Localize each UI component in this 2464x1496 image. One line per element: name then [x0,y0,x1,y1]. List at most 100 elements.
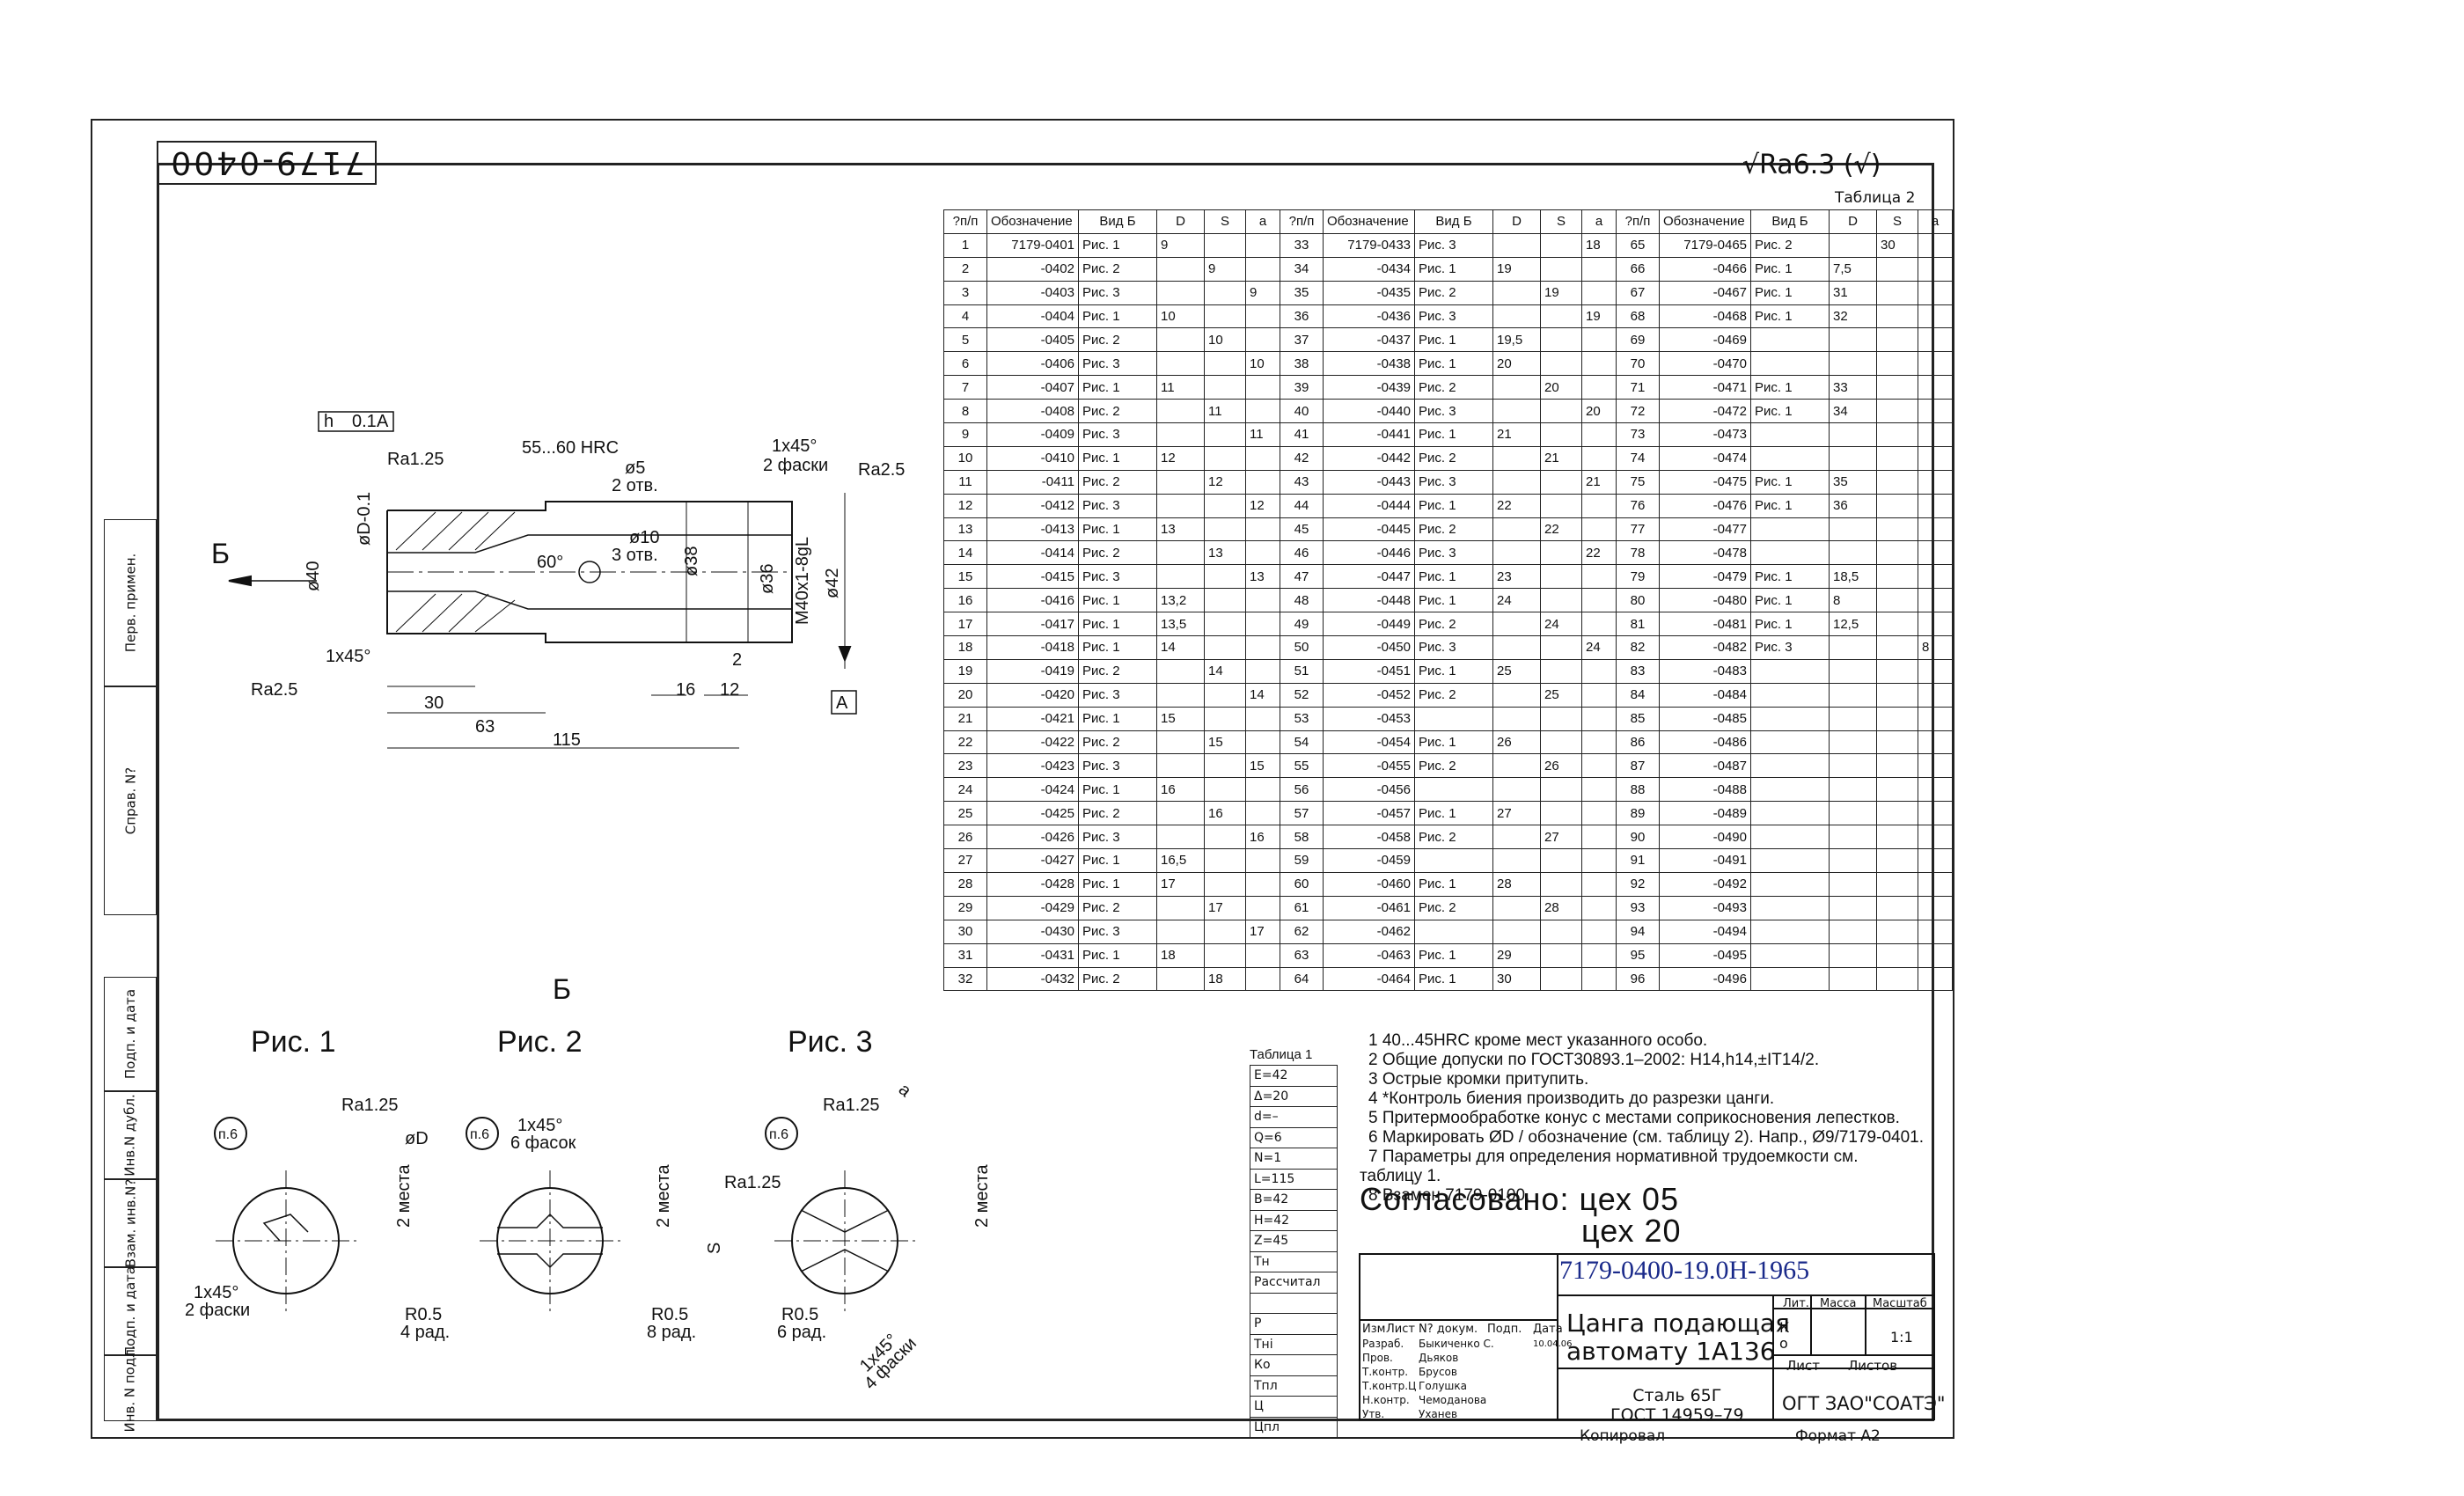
table-cell [1876,848,1918,873]
table-cell: -0489 [1659,801,1751,826]
table-cell: -0471 [1659,375,1751,400]
table-cell [1204,375,1246,400]
table-cell: 8 [1829,588,1877,613]
table-cell: 24 [1540,612,1582,637]
table-cell [1918,256,1953,282]
table-cell: -0417 [986,612,1079,637]
table-cell: Рис. 1 [1750,304,1830,329]
table-cell: -0481 [1659,612,1751,637]
datum-a: A [836,693,848,713]
table-cell [1876,942,1918,968]
table-cell [1581,682,1617,708]
table-cell [1581,706,1617,731]
table-cell: 76 [1616,493,1660,518]
table-cell: 19 [943,658,987,684]
table-cell [1540,942,1582,968]
table-cell: Рис. 1 [1414,942,1493,968]
fig1-radius: R0.5 [405,1305,442,1324]
fig2-ra: Ra1.25 [724,1173,781,1192]
table-cell: 19 [1540,280,1582,305]
table-cell: -0447 [1323,564,1415,590]
table-cell: Рис. 1 [1078,871,1157,897]
table-cell: -0435 [1323,280,1415,305]
table-cell [1876,612,1918,637]
table-cell [1492,682,1541,708]
table-cell [1204,635,1246,660]
table-cell: -0479 [1659,564,1751,590]
table-cell: 9 [1204,256,1246,282]
tb-person-name: Голушка [1419,1380,1468,1392]
table-cell [1156,966,1205,992]
figure-2 [466,1117,620,1311]
table-cell [1204,942,1246,968]
table-cell: 31 [1829,280,1877,305]
table-cell [1581,256,1617,282]
tolerance-value: 0.1 [352,412,377,431]
table-cell [1492,280,1541,305]
table-cell [1829,848,1877,873]
table-cell: 11 [943,469,987,495]
table-cell [1245,848,1280,873]
note-line: 3 Острые кромки притупить. [1368,1070,1589,1089]
table-cell: -0455 [1323,753,1415,779]
table-cell: 15 [1245,753,1280,779]
table-cell: 21 [1540,445,1582,471]
table-cell: 12 [1245,493,1280,518]
table-cell: 13 [1245,564,1280,590]
table-cell: Рис. 1 [1078,706,1157,731]
table-cell [1750,351,1830,377]
table-cell: 12,5 [1829,612,1877,637]
table-cell [1492,612,1541,637]
table-cell [1876,540,1918,566]
scale-label: Масштаб [1873,1297,1927,1310]
table-cell [1581,351,1617,377]
table-cell: 46 [1280,540,1324,566]
col-s: S [1876,209,1918,234]
format-label: Формат А2 [1795,1427,1881,1445]
table-cell [1581,730,1617,755]
organization: ОГТ ЗАО"СОАТЭ" [1782,1393,1946,1414]
sheets-label: Листов [1848,1358,1898,1374]
table-cell: 7,5 [1829,256,1877,282]
table-cell: 19 [1581,304,1617,329]
col-designation: Обозначение [1659,209,1751,234]
table-cell [1918,801,1953,826]
table-cell [1156,280,1205,305]
table-cell: 20 [1540,375,1582,400]
table-cell: 15 [943,564,987,590]
tb-role: Т.контр.Ц [1362,1380,1417,1392]
table-cell [1829,658,1877,684]
table-cell: Рис. 3 [1078,564,1157,590]
table-cell [1492,753,1541,779]
table-cell [1540,658,1582,684]
table-cell: 78 [1616,540,1660,566]
table-cell [1918,848,1953,873]
table-cell: -0478 [1659,540,1751,566]
table-cell: 39 [1280,375,1324,400]
table-cell: Рис. 3 [1078,493,1157,518]
table-cell [1540,919,1582,944]
table-cell: Рис. 1 [1414,658,1493,684]
table1-row: B=42 [1250,1189,1338,1211]
table-cell: 26 [1492,730,1541,755]
tb-role: Н.контр. [1362,1394,1410,1406]
table-cell [1245,612,1280,637]
table-cell [1581,825,1617,850]
fig3-radius: R0.5 [781,1305,818,1324]
table-cell: -0445 [1323,517,1415,542]
table-cell: -0428 [986,871,1079,897]
table-cell [1918,706,1953,731]
section-b-label: Б [553,973,571,1005]
table-cell: 25 [943,801,987,826]
col-view: Вид Б [1078,209,1157,234]
table-cell: Рис. 1 [1414,730,1493,755]
fig1-radius-note: 4 рад. [400,1323,450,1342]
table-cell: -0443 [1323,469,1415,495]
table-cell [1540,327,1582,353]
